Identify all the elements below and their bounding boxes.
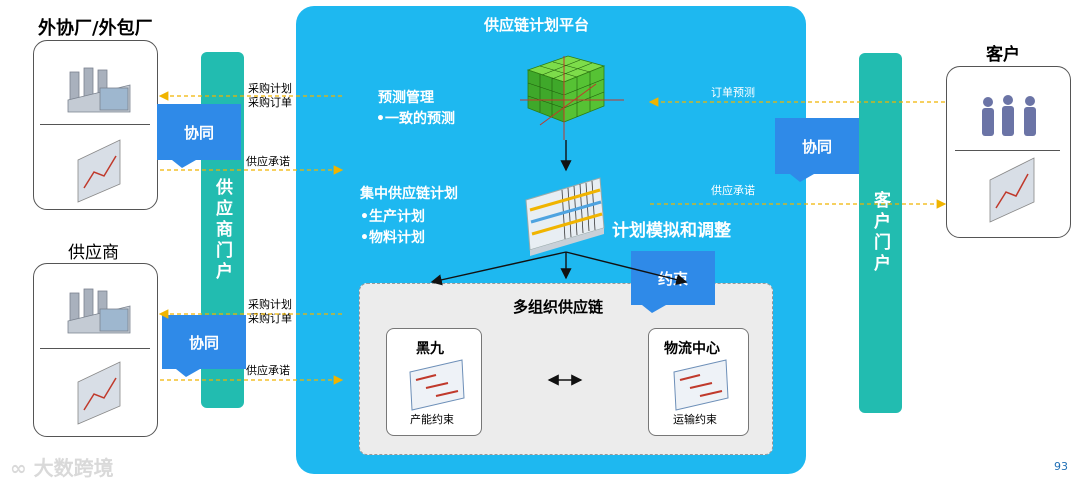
logistics-title: 物流中心: [664, 341, 720, 357]
customer-portal-label: 客户门户: [870, 191, 890, 275]
platform-title: 供应链计划平台: [484, 16, 590, 34]
watermark-logo-icon: ∞: [10, 456, 34, 480]
customer-divider: [955, 150, 1060, 151]
supplier-title: 供应商: [68, 243, 119, 263]
gantt-chart-icon-2: [673, 359, 729, 411]
customers-icon: [982, 95, 1036, 136]
customer-title: 客户: [986, 45, 1020, 65]
top-commit: 供应承诺: [246, 155, 290, 168]
heijiu-caption: 产能约束: [410, 413, 454, 426]
page-number: 93: [1054, 460, 1068, 473]
planning-board-icon: [525, 177, 605, 256]
line-chart-icon: [77, 139, 121, 203]
supplier-portal-label: 供应商门户: [212, 177, 232, 283]
factory-icon: [67, 67, 131, 113]
central-plan-title: 集中供应链计划: [360, 186, 458, 202]
forecast-bullet: •一致的预测: [376, 111, 455, 127]
line-chart-icon-3: [989, 157, 1035, 223]
heijiu-title: 黑九: [416, 341, 444, 357]
forecast-title: 预测管理: [378, 90, 434, 106]
bottom-purchase-plan: 采购计划: [248, 298, 292, 311]
outsource-divider: [40, 124, 150, 125]
watermark: ∞ 大数跨境: [10, 456, 114, 480]
order-forecast-label: 订单预测: [711, 86, 755, 99]
collab-callout-right: 协同: [775, 118, 859, 174]
bottom-commit: 供应承诺: [246, 364, 290, 377]
constraint-tail: [642, 305, 666, 313]
customer-commit-label: 供应承诺: [711, 184, 755, 197]
supplier-divider: [40, 348, 150, 349]
cube-icon: [520, 55, 624, 140]
collab-bottom-tail: [176, 369, 200, 377]
line-chart-icon-2: [77, 361, 121, 425]
collab-right-label: 协同: [801, 137, 832, 156]
multi-org-title: 多组织供应链: [513, 298, 604, 316]
top-purchase-order: 采购订单: [248, 96, 292, 109]
central-plan-item-1: •生产计划: [360, 209, 425, 225]
factory-icon-2: [67, 288, 131, 334]
customer-portal-bar[interactable]: 客户门户: [859, 53, 902, 413]
plan-right-arrow: [565, 251, 688, 286]
top-purchase-plan: 采购计划: [248, 82, 292, 95]
collab-callout-top: 协同: [157, 104, 241, 160]
central-plan-item-2: •物料计划: [360, 230, 425, 246]
gantt-chart-icon: [409, 359, 465, 411]
collab-right-tail: [790, 174, 814, 182]
plan-left-arrow: [430, 251, 567, 286]
collab-bottom-label: 协同: [188, 333, 219, 352]
logistics-caption: 运输约束: [673, 413, 717, 426]
bottom-purchase-order: 采购订单: [248, 312, 292, 325]
collab-top-label: 协同: [183, 123, 214, 142]
collab-callout-bottom: 协同: [162, 315, 246, 369]
outsource-title: 外协厂/外包厂: [38, 18, 153, 39]
simulation-label: 计划模拟和调整: [612, 221, 731, 241]
collab-top-tail: [172, 160, 196, 168]
